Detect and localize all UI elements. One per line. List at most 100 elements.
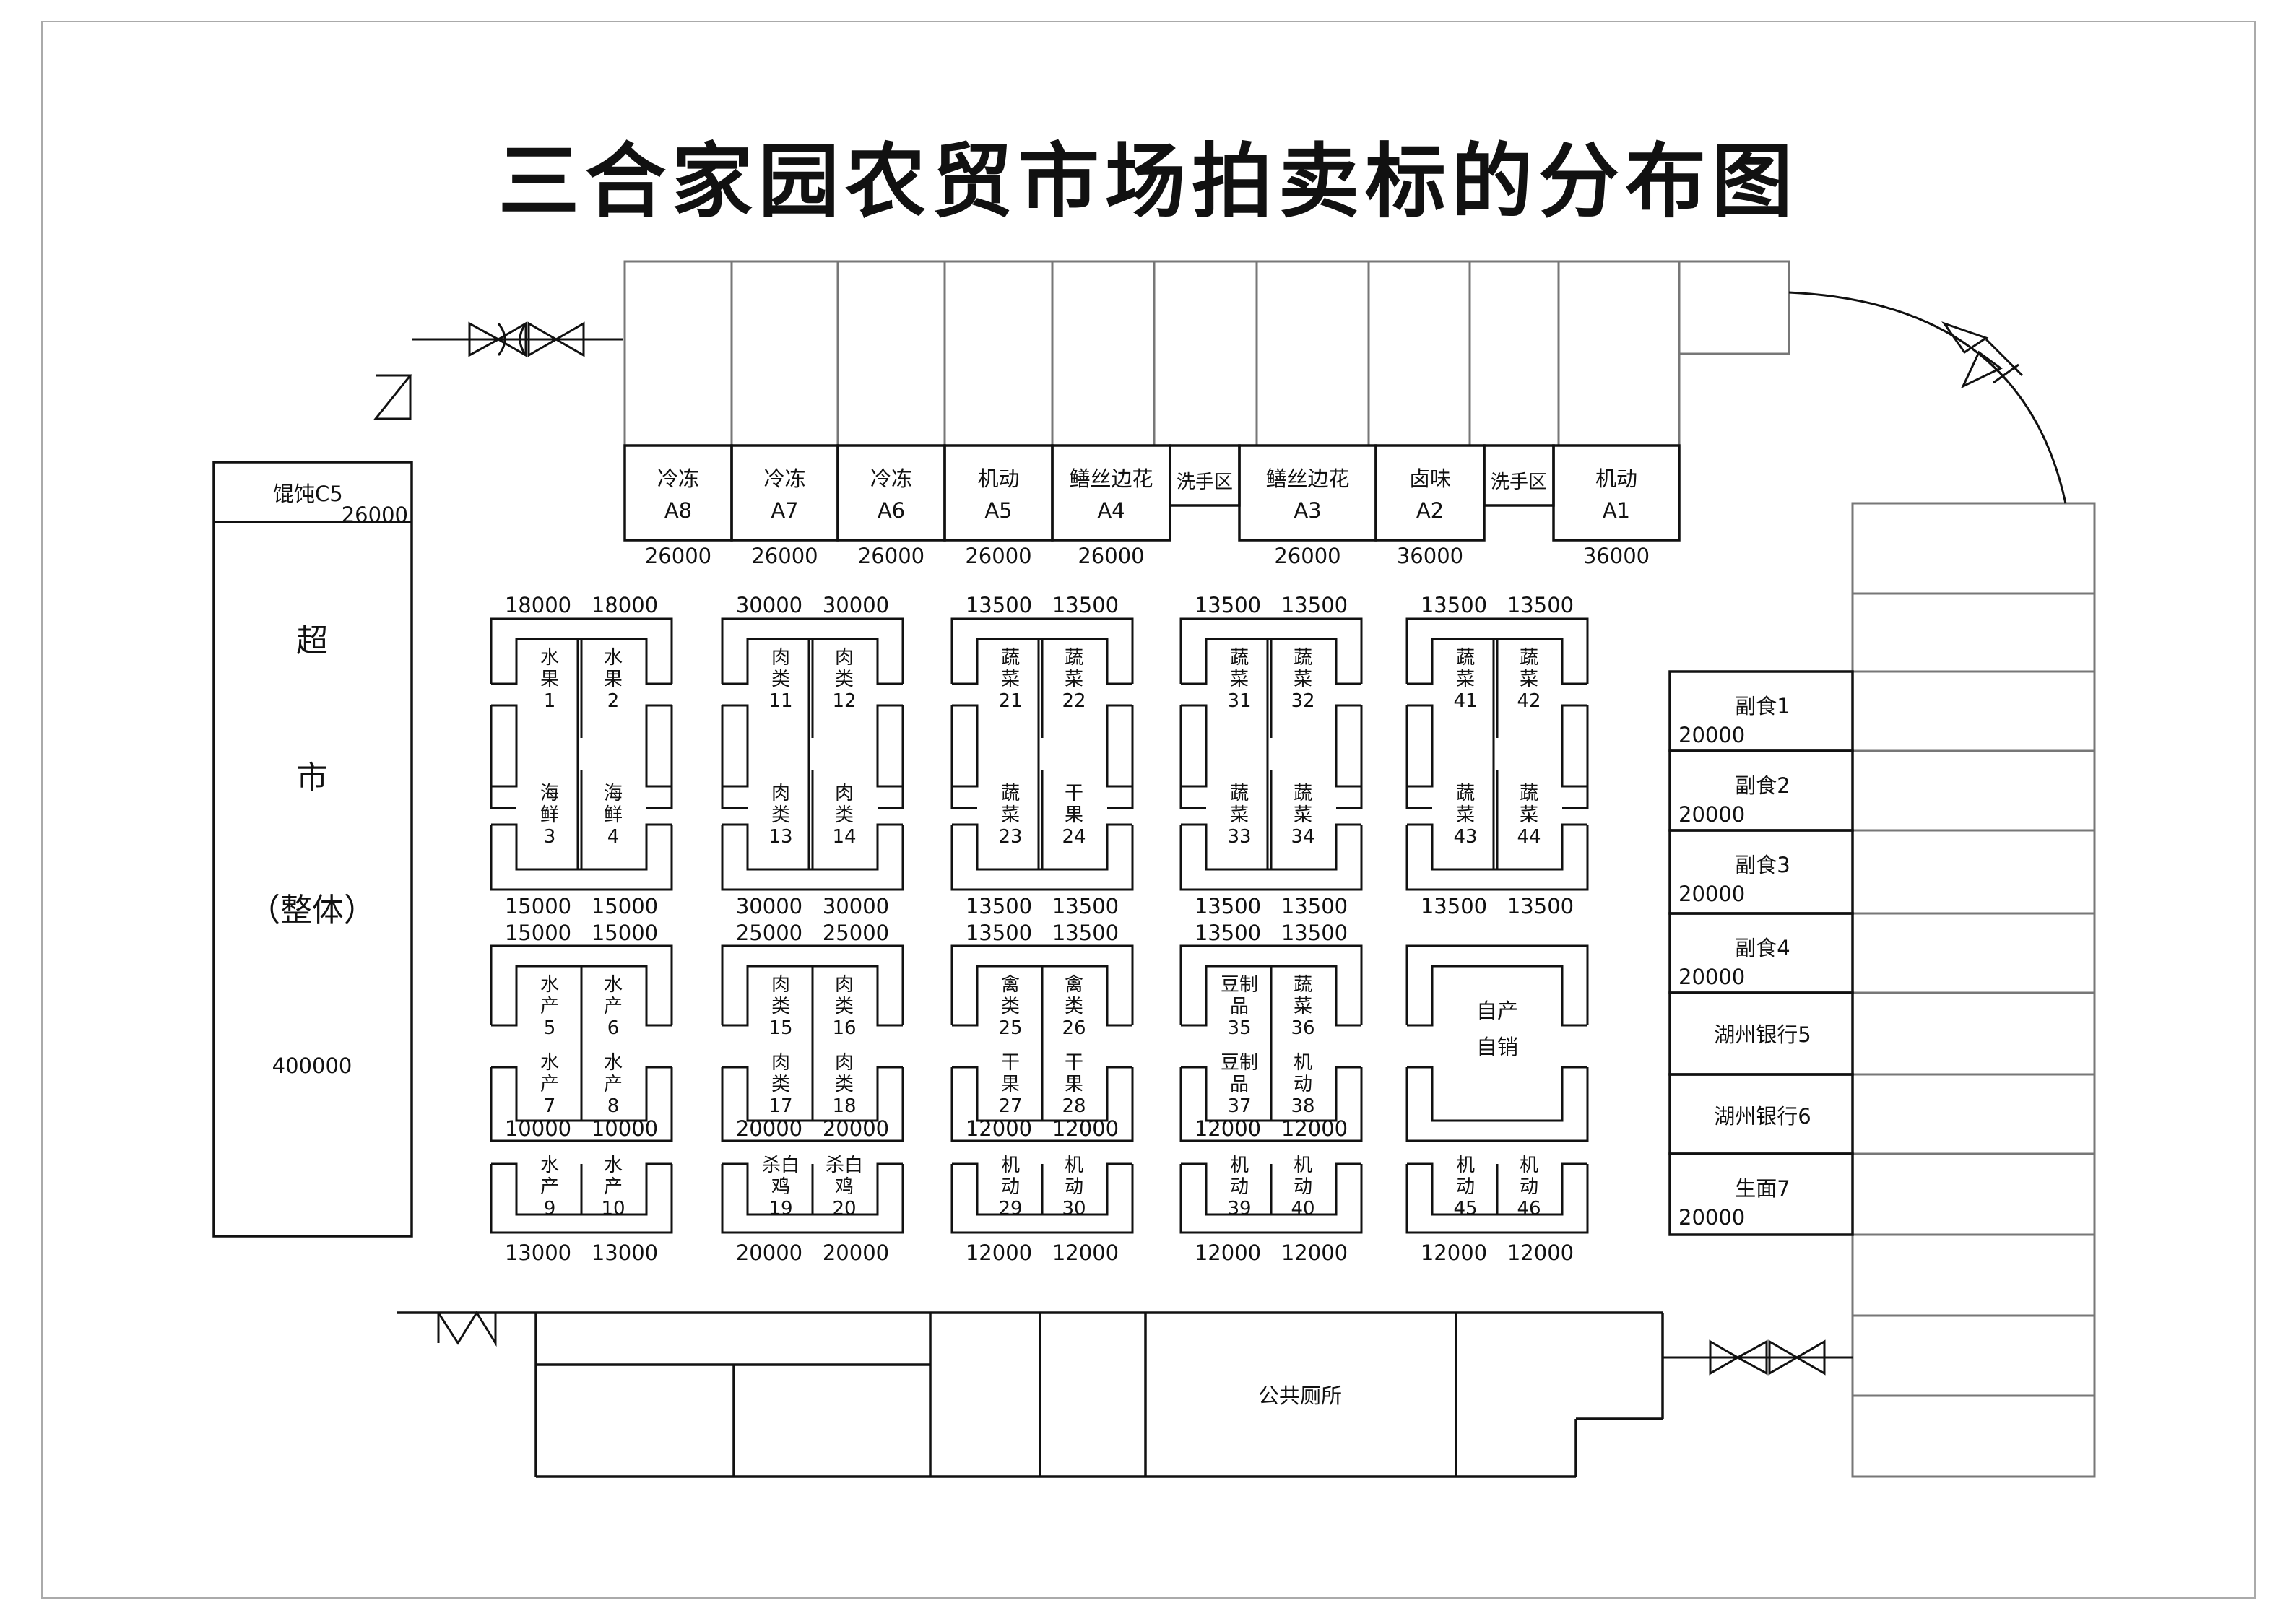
stall-cell-text: 菜 (1065, 669, 1083, 690)
stall-cell-text: 水 (540, 974, 559, 996)
stall-cell-text: 机 (1294, 1052, 1312, 1074)
block-outline (1335, 704, 1363, 809)
right-wing-grid (1851, 502, 2096, 1478)
stall-cell-text: 蔬 (1520, 783, 1538, 804)
block-top-price-left: 30000 (736, 593, 802, 617)
right-stall-name: 生面7 (1735, 1176, 1790, 1201)
stall-cell-text: 豆制 (1221, 974, 1258, 996)
block-outline (721, 617, 904, 684)
stall-cell-text: 33 (1227, 826, 1251, 848)
block-outline (645, 704, 673, 809)
stall-cell-text: 菜 (1456, 669, 1475, 690)
stall-cell-text: 动 (1230, 1176, 1249, 1198)
stall-cell-text: 12 (832, 690, 856, 712)
block-top-price-right: 25000 (823, 921, 889, 945)
top-stall-price: 26000 (965, 544, 1031, 568)
stall-cell-text: 干 (1001, 1052, 1020, 1074)
stall-cell-text: 14 (832, 826, 856, 848)
supermarket-char-3: （整体） (248, 892, 376, 929)
block-outline (490, 825, 673, 891)
stall-cell-text: 36 (1291, 1017, 1314, 1039)
stall-cell-text: 30 (1062, 1198, 1086, 1220)
block-bottom-price-left: 30000 (736, 894, 802, 918)
block-bottom-price-right: 12000 (1507, 1240, 1574, 1265)
stall-cell-text: 34 (1291, 826, 1314, 848)
stall-cell-text: 类 (771, 804, 790, 826)
stall-cell-text: 肉 (835, 783, 854, 804)
stall-cell-text: 8 (607, 1095, 620, 1117)
top-stall-name: 洗手区 (1491, 471, 1547, 493)
top-wing-box (1153, 260, 1258, 447)
stall-cell-text: 菜 (1456, 804, 1475, 826)
block-top-price-left: 13500 (1195, 593, 1261, 617)
block-outline (1405, 704, 1434, 809)
stall-cell-text: 动 (1294, 1176, 1312, 1198)
top-stall-box (730, 444, 839, 542)
stall-cell-text: 45 (1453, 1198, 1477, 1220)
top-stall-name: 洗手区 (1177, 471, 1233, 493)
top-stall-code: A7 (771, 498, 798, 523)
block-bottom-price-left: 12000 (1195, 1240, 1261, 1265)
block-mid-price-right: 12000 (1052, 1116, 1119, 1141)
stall-cell-text: 机 (1294, 1155, 1312, 1176)
stall-cell-text: 23 (998, 826, 1022, 848)
top-stall-box (1552, 444, 1681, 542)
stall-cell-text: 动 (1456, 1176, 1475, 1198)
right-stall-column: 副食120000副食220000副食320000副食420000湖州银行5湖州银… (1668, 670, 1854, 1236)
stall-cell-text: 26 (1062, 1017, 1086, 1039)
block-top-price-left: 18000 (505, 593, 571, 617)
top-stall-box (1051, 444, 1171, 542)
block-outline (1106, 704, 1134, 809)
block-outline (1405, 1164, 1589, 1234)
stall-cell-text: 产 (604, 1176, 623, 1198)
stall-cell-text: 产 (604, 1074, 623, 1095)
top-wing-box (730, 260, 839, 447)
stall-cell-text: 1 (544, 690, 556, 712)
top-wing-upper (623, 260, 1790, 447)
stall-cell-text: 29 (998, 1198, 1022, 1220)
block-outline (950, 825, 1134, 891)
block-bottom-price-right: 12000 (1052, 1240, 1119, 1265)
stall-cell-text: 17 (768, 1095, 792, 1117)
stall-cell-text: 机 (1520, 1155, 1538, 1176)
stall-cell-text: 肉 (771, 974, 790, 996)
right-wing-box (1851, 829, 2096, 915)
right-wing-box (1851, 1233, 2096, 1317)
block-top-price-left: 15000 (505, 921, 571, 945)
top-stall-box (623, 444, 733, 542)
stall-cell-text: 2 (607, 690, 620, 712)
block-top-price-left: 13500 (1195, 921, 1261, 945)
block-mid-price-left: 10000 (505, 1116, 571, 1141)
right-stall-name: 副食1 (1735, 694, 1790, 718)
block-outline (1405, 1067, 1589, 1142)
block-mid-price-right: 12000 (1281, 1116, 1348, 1141)
top-stall-box (836, 444, 946, 542)
stall-cell-text: 5 (544, 1017, 556, 1039)
top-wing-box (1051, 260, 1156, 447)
self-sale-label: 自产 (1476, 999, 1518, 1023)
block-bottom-price-right: 30000 (823, 894, 889, 918)
block-top-price-right: 13500 (1052, 921, 1119, 945)
block-top-price-left: 13500 (966, 921, 1032, 945)
top-stall-name: 机动 (977, 466, 1019, 491)
stall-cell-text: 豆制 (1221, 1052, 1258, 1074)
stall-cell-text: 禽 (1065, 974, 1083, 996)
block-outline (490, 1164, 673, 1234)
stall-cell-text: 16 (832, 1017, 856, 1039)
stall-cell-text: 干 (1065, 1052, 1083, 1074)
block-outline (1179, 825, 1363, 891)
supermarket: 馄饨C5 26000 超 市 （整体） 400000 (212, 461, 413, 1238)
stall-cell-text: 干 (1065, 783, 1083, 804)
stall-cell-text: 菜 (1001, 804, 1020, 826)
top-stall-price: 26000 (751, 544, 818, 568)
stall-cell-text: 46 (1517, 1198, 1541, 1220)
stall-cell-text: 蔬 (1001, 783, 1020, 804)
right-stall-box (1668, 1152, 1854, 1236)
stall-cell-text: 13 (768, 826, 792, 848)
stall-c5-price: 26000 (342, 503, 408, 527)
